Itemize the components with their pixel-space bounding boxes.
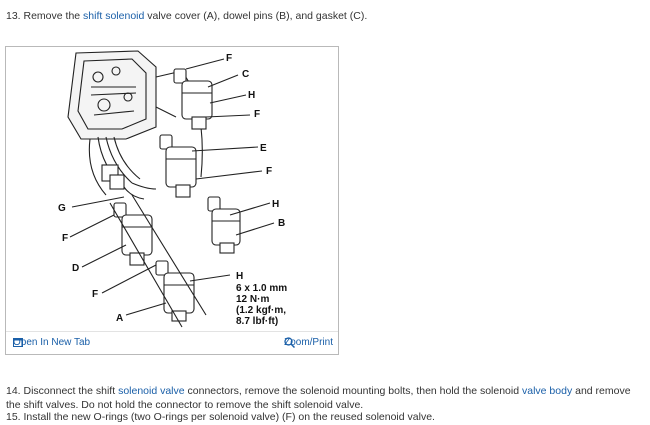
- spec-kgf: (1.2 kgf·m,: [236, 305, 286, 316]
- label-f-3: F: [266, 166, 272, 177]
- spec-size: 6 x 1.0 mm: [236, 283, 287, 294]
- step-14-text-1: 14. Disconnect the shift: [6, 385, 119, 397]
- label-f-4: F: [62, 233, 68, 244]
- valve-body-link[interactable]: valve body: [522, 385, 573, 397]
- open-in-new-tab-button[interactable]: Open In New Tab: [13, 337, 90, 348]
- label-a: A: [116, 313, 123, 324]
- step-14-text-2: connectors, remove the solenoid mounting…: [184, 385, 522, 397]
- label-f-1: F: [226, 53, 232, 64]
- magnifier-icon: [284, 337, 296, 348]
- spec-lbf: 8.7 lbf·ft): [236, 316, 278, 327]
- zoom-print-label: Zoom/Print: [284, 337, 333, 348]
- spec-torque: 12 N·m: [236, 294, 269, 305]
- step-14: 14. Disconnect the shift solenoid valve …: [6, 384, 642, 412]
- label-f-5: F: [92, 289, 98, 300]
- diagram-figure: F C H F E F H B G F D H F A 6 x 1.0 mm 1…: [5, 46, 339, 355]
- label-h-1: H: [248, 90, 255, 101]
- label-c: C: [242, 69, 249, 80]
- label-b: B: [278, 218, 285, 229]
- shift-solenoid-link[interactable]: shift solenoid: [83, 10, 145, 22]
- step-13-prefix: 13. Remove the: [6, 10, 84, 22]
- new-tab-icon: [13, 338, 23, 347]
- label-f-2: F: [254, 109, 260, 120]
- zoom-print-button[interactable]: Zoom/Print: [284, 337, 333, 348]
- step-15-text: 15. Install the new O-rings (two O-rings…: [6, 411, 435, 423]
- figure-footer: Open In New Tab Zoom/Print: [6, 331, 338, 354]
- step-13: 13. Remove the shift solenoid valve cove…: [6, 9, 367, 23]
- step-14-text-3: and remove the shift valves. Do not hold…: [6, 385, 631, 411]
- solenoid-diagram: F C H F E F H B G F D H F A 6 x 1.0 mm 1…: [58, 50, 287, 328]
- label-h-3: H: [236, 271, 243, 282]
- label-h-2: H: [272, 199, 279, 210]
- label-d: D: [72, 263, 79, 274]
- solenoid-valve-link[interactable]: solenoid valve: [118, 385, 185, 397]
- step-13-suffix: valve cover (A), dowel pins (B), and gas…: [144, 10, 368, 22]
- label-g: G: [58, 203, 66, 214]
- step-15: 15. Install the new O-rings (two O-rings…: [6, 410, 435, 424]
- label-e: E: [260, 143, 267, 154]
- open-in-new-tab-label: Open In New Tab: [13, 337, 91, 348]
